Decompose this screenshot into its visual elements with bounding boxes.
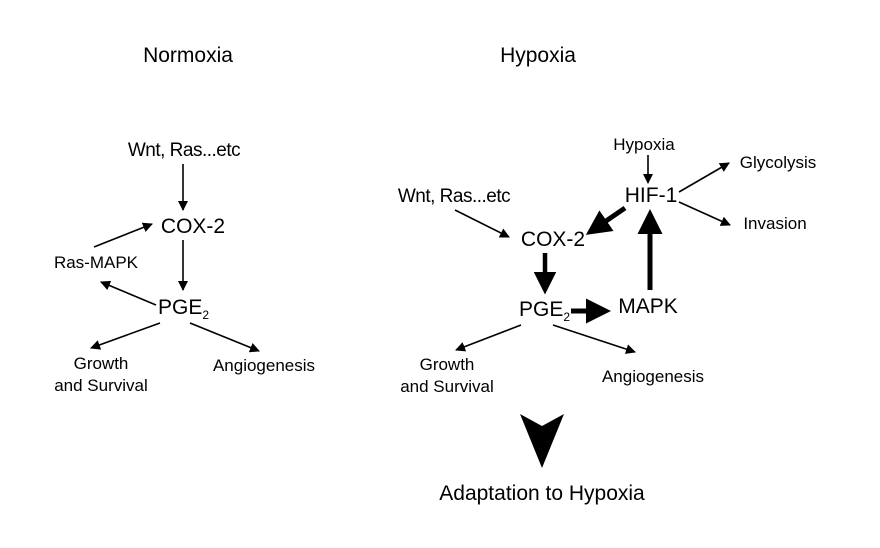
normoxia-cox2-label: COX-2 (161, 215, 225, 238)
hypoxia-growth-label-1: Growth (420, 355, 475, 374)
normoxia-pge2-label: PGE2 (158, 296, 209, 322)
normoxia-growth-label-2: and Survival (54, 376, 148, 395)
hypoxia-angiogenesis-label: Angiogenesis (602, 367, 704, 386)
arrow-pge2-to-hypoxia-angiogenesis (552, 324, 636, 354)
normoxia-wnt-ras-label: Wnt, Ras...etc (128, 140, 240, 161)
adaptation-label: Adaptation to Hypoxia (439, 482, 645, 505)
arrow-pge2-to-growth (90, 322, 161, 350)
bold-arrow-hif1-to-cox2 (585, 205, 627, 235)
normoxia-angiogenesis-label: Angiogenesis (213, 356, 315, 375)
arrow-pge2-to-hypoxia-growth (455, 324, 522, 352)
mapk-label: MAPK (618, 295, 678, 318)
normoxia-title: Normoxia (143, 44, 233, 67)
hypoxia-wnt-ras-label: Wnt, Ras...etc (398, 186, 510, 207)
big-down-arrow (520, 414, 564, 468)
arrow-hif1-to-glycolysis (678, 162, 730, 193)
normoxia-growth-label-1: Growth (74, 354, 129, 373)
arrow-hif1-to-invasion (678, 201, 731, 226)
hif1-label: HIF-1 (625, 184, 678, 207)
invasion-label: Invasion (743, 214, 806, 233)
hypoxia-growth-label-2: and Survival (400, 377, 494, 396)
hypoxia-cox2-label: COX-2 (521, 228, 585, 251)
glycolysis-label: Glycolysis (740, 153, 817, 172)
arrow-rasmapk-to-cox2 (93, 222, 153, 248)
hypoxia-pge2-label: PGE2 (519, 298, 570, 324)
normoxia-ras-mapk-label: Ras-MAPK (54, 253, 139, 272)
hypoxia-input-label: Hypoxia (613, 135, 675, 154)
hypoxia-title: Hypoxia (500, 44, 576, 67)
arrow-wnt-to-hypoxia-cox2 (454, 209, 510, 238)
arrow-pge2-to-rasmapk (100, 280, 157, 306)
arrow-pge2-to-angiogenesis (189, 322, 260, 353)
